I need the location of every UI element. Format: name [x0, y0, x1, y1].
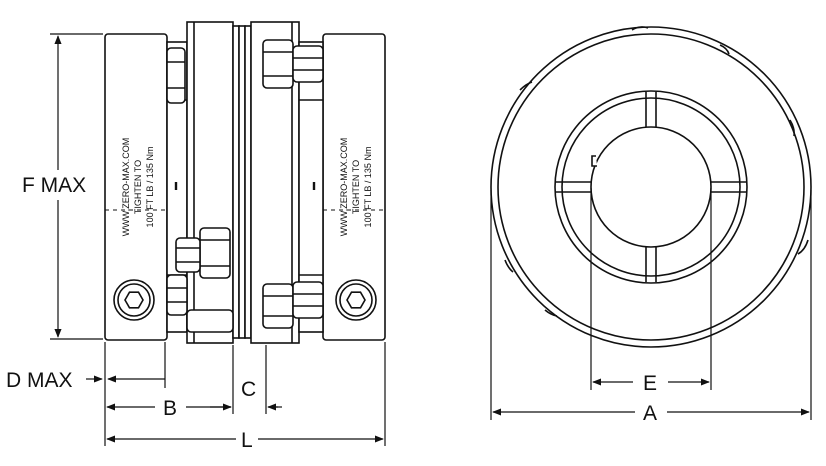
hex-nut-icon — [292, 45, 324, 83]
marking-line-2: TIGHTEN TO — [351, 160, 361, 214]
dim-d-max: D MAX — [6, 369, 73, 392]
marking-line-2: TIGHTEN TO — [133, 160, 143, 214]
dim-a: A — [643, 402, 657, 425]
hex-nut-icon — [166, 47, 186, 104]
left-hub-marking: WWW.ZERO-MAX.COM TIGHTEN TO 100 FT LB / … — [121, 138, 155, 237]
hex-socket-screw-icon — [113, 279, 155, 321]
marking-line-3: 100 FT LB / 135 Nm — [145, 147, 155, 228]
hex-socket-screw-icon — [335, 279, 377, 321]
dim-e: E — [643, 372, 657, 395]
keyway-icon — [591, 155, 597, 167]
dim-c: C — [241, 378, 256, 401]
dim-b: B — [163, 397, 177, 420]
dim-l: L — [241, 429, 253, 452]
end-view-dimensions — [490, 188, 812, 420]
hex-nut-icon — [199, 227, 231, 279]
marking-line-1: WWW.ZERO-MAX.COM — [339, 138, 349, 237]
dimension-lines — [50, 33, 386, 446]
hex-nut-icon — [175, 237, 201, 273]
right-hub-marking: WWW.ZERO-MAX.COM TIGHTEN TO 100 FT LB / … — [339, 138, 373, 237]
end-view — [490, 26, 812, 348]
hex-nut-icon — [166, 274, 188, 316]
marking-line-3: 100 FT LB / 135 Nm — [363, 147, 373, 228]
hex-nut-icon — [262, 283, 294, 329]
hex-nut-icon — [292, 281, 324, 319]
hex-nut-icon — [186, 309, 234, 333]
dim-f-max: F MAX — [22, 174, 86, 197]
side-view — [104, 21, 386, 344]
marking-line-1: WWW.ZERO-MAX.COM — [121, 138, 131, 237]
hex-nut-icon — [262, 39, 294, 89]
